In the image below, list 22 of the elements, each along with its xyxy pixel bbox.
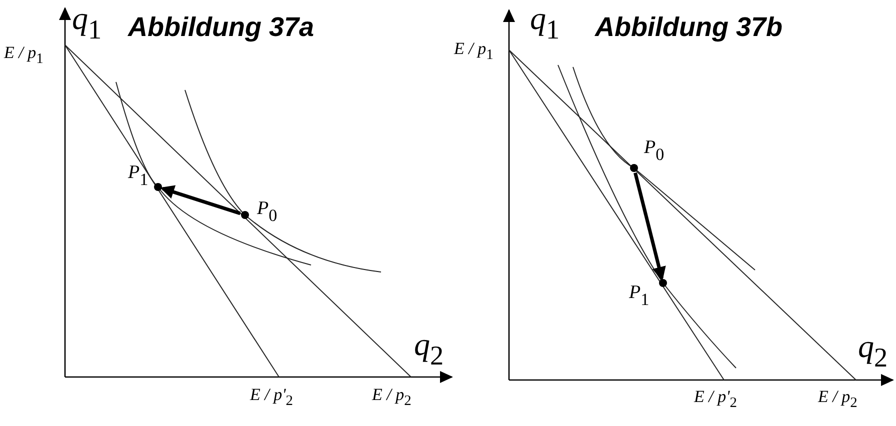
point-label: P$_{1}$ — [629, 283, 650, 308]
point-marker — [241, 211, 249, 219]
axis-label: q$_{1}$ — [530, 2, 560, 44]
figure-title: Abbildung 37b — [595, 14, 782, 41]
point-label: P$_{1}$ — [128, 163, 148, 188]
intercept-label: E / p'$_{2}$ — [694, 388, 737, 410]
intercept-label: E / p$_{1}$ — [454, 40, 494, 62]
intercept-label: E / p'$_{2}$ — [250, 386, 293, 408]
point-marker — [659, 279, 667, 287]
axis-label: q$_{1}$ — [72, 2, 102, 44]
intercept-label: E / p$_{2}$ — [818, 388, 858, 410]
arrow — [634, 172, 666, 281]
axis-label: q$_{2}$ — [858, 330, 888, 372]
intercept-label: E / p$_{2}$ — [372, 386, 412, 408]
point-marker — [630, 164, 638, 172]
figure-title: Abbildung 37a — [128, 14, 314, 41]
point-label: P$_{0}$ — [257, 199, 278, 224]
point-label: P$_{0}$ — [644, 138, 664, 163]
axis-label: q$_{2}$ — [414, 328, 444, 370]
arrow — [160, 185, 241, 216]
intercept-label: E / p$_{1}$ — [4, 44, 44, 66]
point-marker — [154, 183, 162, 191]
